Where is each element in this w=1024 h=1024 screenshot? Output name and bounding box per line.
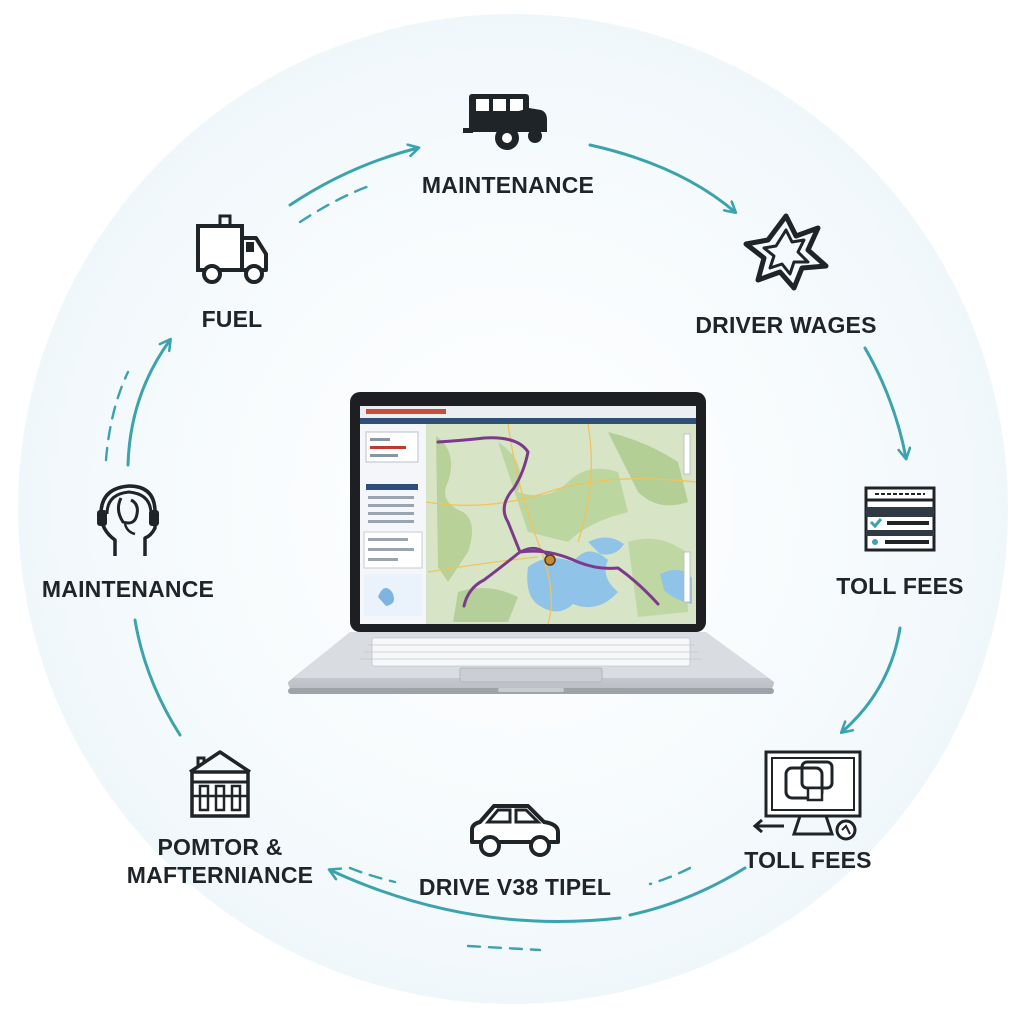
- laptop-map-icon: [288, 392, 774, 694]
- delivery-truck-icon: [196, 214, 268, 284]
- arrow-maintenance-to-fuel: [126, 340, 170, 467]
- arrow-toll-to-drive: [628, 866, 747, 917]
- arrow-drive-dash-upper: [348, 866, 397, 884]
- car-icon: [470, 804, 560, 857]
- node-lower-left-label-line2: MAFTERNIANCE: [126, 862, 314, 888]
- arrow-wages-to-toll: [863, 346, 906, 458]
- arrow-toll-to-toll: [842, 626, 902, 732]
- arrow-mafterniance-to-maintenance: [133, 618, 182, 737]
- node-upper-left-label: FUEL: [201, 306, 263, 332]
- document-checklist-icon: [864, 486, 936, 552]
- node-lower-right-label: TOLL FEES: [744, 847, 872, 873]
- node-lower-right: TOLL FEES: [698, 748, 918, 873]
- node-top-label: MAINTENANCE: [421, 172, 595, 198]
- node-upper-left: FUEL: [122, 212, 342, 332]
- star-outline-icon: [743, 213, 829, 291]
- arrow-fuel-to-maintenance-dash: [298, 183, 374, 224]
- monitor-dashboard-icon: [752, 750, 862, 841]
- node-top: MAINTENANCE: [398, 88, 618, 198]
- arrow-drive-dash-lower: [466, 944, 542, 952]
- node-lower-left-label-line1: POMTOR &: [157, 834, 283, 860]
- head-headset-icon: [97, 484, 159, 556]
- jeep-icon: [463, 94, 547, 150]
- arrow-maintenance-to-wages: [588, 143, 735, 212]
- building-icon: [189, 750, 251, 818]
- node-left: MAINTENANCE: [18, 480, 238, 602]
- arrow-toll-to-drive-dash: [648, 866, 692, 886]
- node-left-label: MAINTENANCE: [41, 576, 215, 602]
- node-upper-right-label: DRIVER WAGES: [695, 312, 877, 338]
- node-right: TOLL FEES: [790, 485, 1010, 599]
- node-bottom-label: DRIVE V38 TIPEL: [418, 874, 612, 900]
- node-bottom: DRIVE V38 TIPEL: [405, 800, 625, 900]
- arrow-drive-to-mafterniance: [330, 870, 622, 924]
- arrow-maintenance-to-fuel-dash: [104, 370, 130, 462]
- node-lower-left: POMTOR & MAFTERNIANCE: [110, 748, 330, 888]
- arrow-fuel-to-maintenance: [288, 148, 418, 207]
- node-upper-right: DRIVER WAGES: [676, 208, 896, 338]
- node-right-label: TOLL FEES: [836, 573, 964, 599]
